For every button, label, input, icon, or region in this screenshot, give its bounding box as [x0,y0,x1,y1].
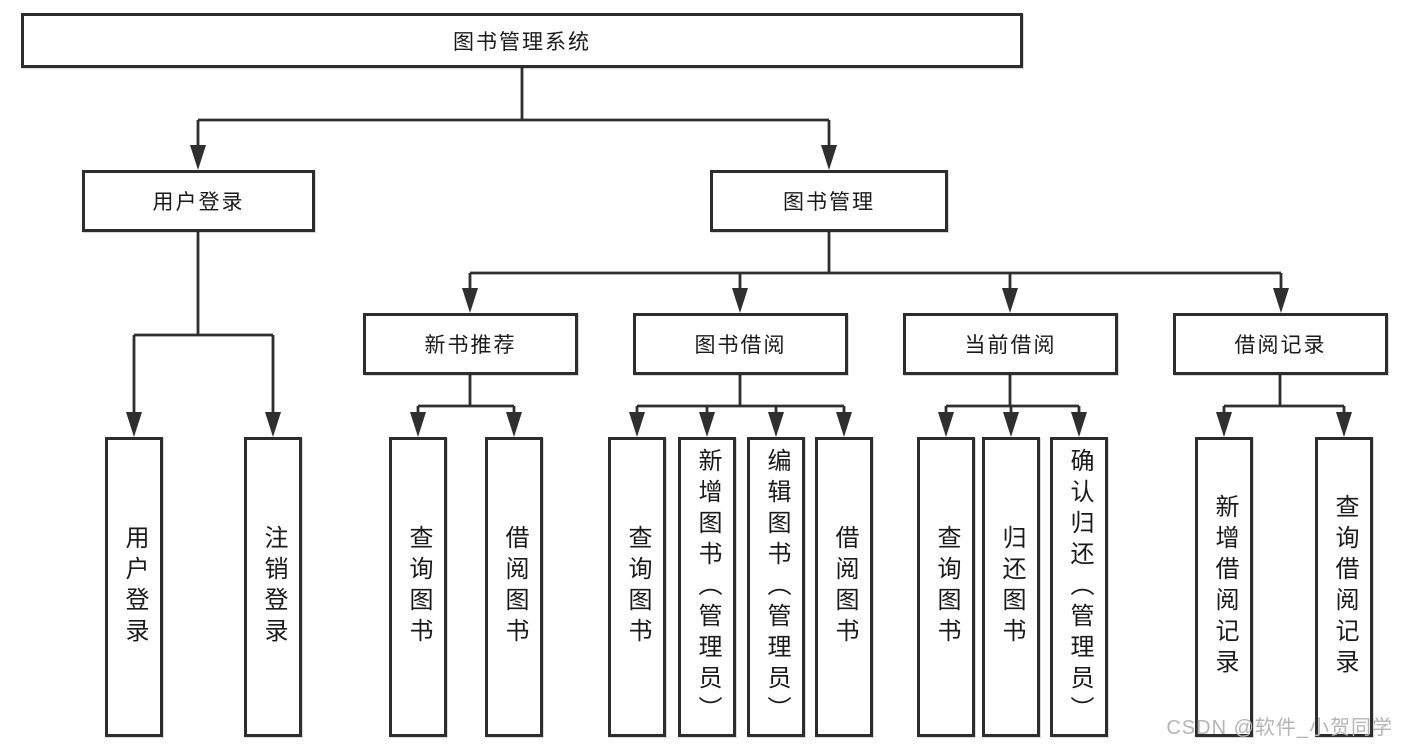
leaf-borrow-books-2: 借阅图书 [815,437,873,737]
node-new-book-recommend: 新书推荐 [363,313,578,375]
leaf-label: 查询借阅记录 [1331,494,1358,680]
leaf-confirm-return-admin: 确认归还（管理员） [1050,437,1108,737]
leaf-add-books-admin: 新增图书（管理员） [678,437,736,737]
leaf-label: 查询图书 [405,525,432,649]
arrow-down-icon [821,145,837,170]
leaf-return-books: 归还图书 [982,437,1040,737]
node-current-borrowing: 当前借阅 [903,313,1118,375]
leaf-label: 借阅图书 [501,525,528,649]
leaf-query-borrow-record: 查询借阅记录 [1315,437,1373,737]
leaf-label: 归还图书 [998,525,1025,649]
leaf-label: 借阅图书 [831,525,858,649]
csdn-watermark: CSDN @软件_小贺同学 [1166,717,1393,739]
arrow-down-icon [1003,412,1019,437]
arrow-down-icon [629,412,645,437]
node-user-login: 用户登录 [82,170,315,232]
leaf-label: 编辑图书（管理员） [763,447,790,727]
arrow-down-icon [1002,288,1018,313]
leaf-label: 查询图书 [933,525,960,649]
leaf-add-borrow-record: 新增借阅记录 [1195,437,1253,737]
leaf-query-books-2: 查询图书 [608,437,666,737]
arrow-down-icon [836,412,852,437]
leaf-query-books-3: 查询图书 [917,437,975,737]
leaf-edit-books-admin: 编辑图书（管理员） [747,437,805,737]
arrow-down-icon [1071,412,1087,437]
leaf-label: 查询图书 [624,525,651,649]
leaf-label: 注销登录 [260,525,287,649]
leaf-user-login: 用户登录 [105,437,163,737]
leaf-borrow-books-1: 借阅图书 [485,437,543,737]
leaf-label: 确认归还（管理员） [1066,447,1093,727]
arrow-down-icon [126,412,142,437]
node-book-borrowing: 图书借阅 [633,313,848,375]
arrow-down-icon [1216,412,1232,437]
leaf-label: 新增借阅记录 [1211,494,1238,680]
arrow-down-icon [506,412,522,437]
arrow-down-icon [938,412,954,437]
leaf-logout: 注销登录 [244,437,302,737]
arrow-down-icon [768,412,784,437]
arrow-down-icon [699,412,715,437]
arrow-down-icon [265,412,281,437]
leaf-label: 用户登录 [121,525,148,649]
arrow-down-icon [732,288,748,313]
arrow-down-icon [1336,412,1352,437]
leaf-query-books-1: 查询图书 [389,437,447,737]
leaf-label: 新增图书（管理员） [694,447,721,727]
arrow-down-icon [190,145,206,170]
node-library-management-system: 图书管理系统 [21,13,1023,68]
arrow-down-icon [410,412,426,437]
arrow-down-icon [462,288,478,313]
node-book-management: 图书管理 [710,170,948,232]
node-borrowing-records: 借阅记录 [1173,313,1388,375]
arrow-down-icon [1273,288,1289,313]
